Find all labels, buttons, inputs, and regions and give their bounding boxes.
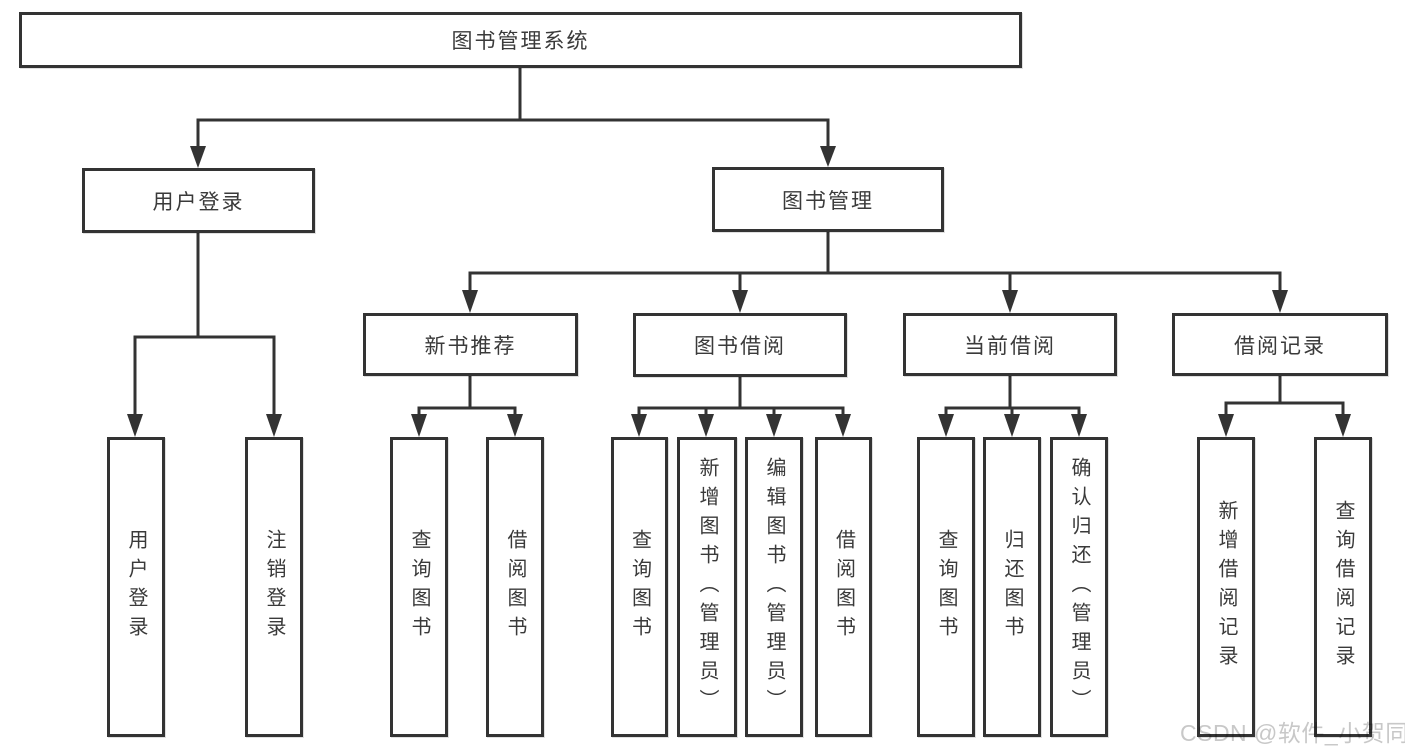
connector-book-borrowing-children: [631, 374, 851, 437]
leaf-borrow-books-recommend: 借阅图书: [486, 437, 544, 737]
leaf-return-books: 归还图书: [983, 437, 1041, 737]
node-current-borrowing: 当前借阅: [903, 313, 1117, 376]
leaf-borrow-books: 借阅图书: [815, 437, 872, 737]
leaf-add-books-admin: 新增图书（管理员）: [677, 437, 737, 737]
node-library-management-system: 图书管理系统: [19, 12, 1022, 68]
leaf-add-borrow-record: 新增借阅记录: [1197, 437, 1255, 737]
connector-new-books-children: [411, 374, 523, 437]
connector-book-management-children: [462, 230, 1288, 313]
node-book-management: 图书管理: [712, 167, 944, 232]
connector-root-to-level2: [190, 66, 836, 168]
leaf-query-books-borrowing: 查询图书: [611, 437, 668, 737]
connector-current-borrowing-children: [938, 374, 1087, 437]
node-book-borrowing: 图书借阅: [633, 313, 847, 377]
node-borrowing-records: 借阅记录: [1172, 313, 1388, 376]
csdn-watermark: CSDN @软件_小贺同学: [1180, 720, 1405, 746]
connector-borrow-records-children: [1218, 374, 1351, 437]
leaf-user-login: 用户登录: [107, 437, 165, 737]
node-user-login: 用户登录: [82, 168, 315, 233]
leaf-confirm-return-admin: 确认归还（管理员）: [1050, 437, 1108, 737]
connector-user-login-children: [127, 231, 282, 437]
leaf-edit-books-admin: 编辑图书（管理员）: [745, 437, 803, 737]
node-new-book-recommendation: 新书推荐: [363, 313, 578, 376]
leaf-query-books-current: 查询图书: [917, 437, 975, 737]
leaf-query-books-recommend: 查询图书: [390, 437, 448, 737]
leaf-logout: 注销登录: [245, 437, 303, 737]
leaf-query-borrow-record: 查询借阅记录: [1314, 437, 1372, 737]
